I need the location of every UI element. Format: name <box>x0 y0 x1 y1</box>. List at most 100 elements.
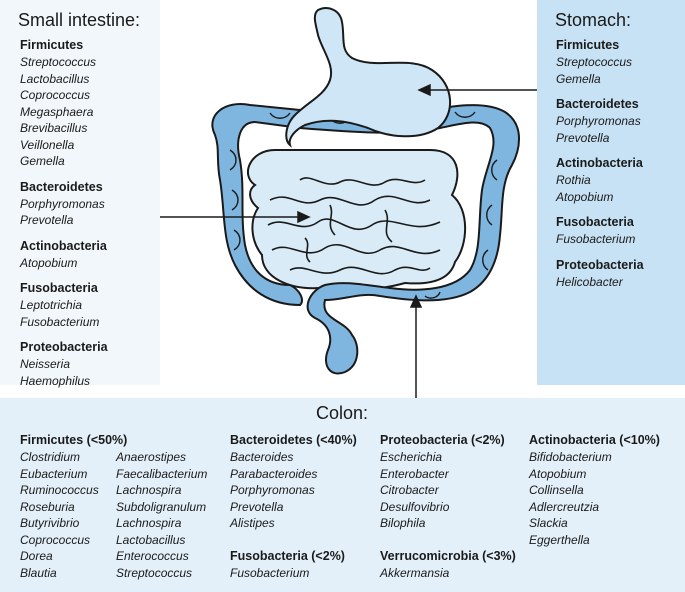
genus-label: Eubacterium <box>20 466 88 481</box>
genus-label: Roseburia <box>20 499 75 514</box>
genus-label: Streptococcus <box>20 55 97 69</box>
stomach-panel <box>537 0 685 385</box>
genus-label: Alistipes <box>230 516 275 530</box>
phylum-label: Fusobacteria (<2%) <box>230 549 345 563</box>
stomach-arrowhead <box>417 83 431 97</box>
genus-label: Gemella <box>556 71 601 86</box>
colon-fusobacteria-group: Fusobacteria (<2%) Fusobacterium <box>230 548 345 582</box>
genus-label: Enterobacter <box>380 466 449 481</box>
genus-label: Atopobium <box>556 189 614 204</box>
genus-label: Desulfovibrio <box>380 499 450 514</box>
genus-label: Megasphaera <box>20 104 94 119</box>
genus-label: Fusobacterium <box>20 314 100 329</box>
phylum-label: Bacteroidetes (<40%) <box>230 433 357 447</box>
genus-label: Butyrivibrio <box>20 516 80 530</box>
genus-label: Porphyromonas <box>556 114 641 128</box>
colon-firmicutes-columns: Clostridium Eubacterium Ruminococcus Ros… <box>20 449 207 581</box>
genus-label: Rothia <box>556 173 591 187</box>
genus-label: Ruminococcus <box>20 483 99 497</box>
genus-label: Adlercreutzia <box>529 499 600 514</box>
stomach-actinobacteria-group: Actinobacteria Rothia Atopobium <box>556 155 644 205</box>
colon-actinobacteria-group: Actinobacteria (<10%) Bifidobacterium At… <box>529 432 660 548</box>
genus-label: Streptococcus <box>556 55 633 69</box>
stomach-heading: Stomach: <box>555 10 632 30</box>
small-intestine-arrowhead <box>297 210 311 224</box>
genus-label: Veillonella <box>20 137 75 152</box>
large-intestine-shape <box>211 103 520 375</box>
colon-arrowhead <box>409 294 423 308</box>
small-intestine-bacteroidetes-group: Bacteroidetes Porphyromonas Prevotella <box>20 179 108 229</box>
colon-heading: Colon: <box>316 403 369 423</box>
genus-label: Collinsella <box>529 483 584 497</box>
small-intestine-list: Firmicutes Streptococcus Lactobacillus C… <box>20 37 108 389</box>
phylum-label: Proteobacteria (<2%) <box>380 433 505 447</box>
genus-label: Brevibacillus <box>20 121 88 135</box>
phylum-label: Verrucomicrobia (<3%) <box>380 549 516 563</box>
phylum-label: Actinobacteria (<10%) <box>529 433 660 447</box>
stomach-fusobacteria-group: Fusobacteria Fusobacterium <box>556 214 644 248</box>
small-intestine-coils <box>267 177 441 275</box>
genus-label: Prevotella <box>556 130 610 145</box>
small-intestine-actinobacteria-group: Actinobacteria Atopobium <box>20 238 108 272</box>
genus-label: Lactobacillus <box>116 532 186 547</box>
genus-label: Coprococcus <box>20 532 91 547</box>
genus-label: Anaerostipes <box>116 450 187 464</box>
stomach-bacteroidetes-group: Bacteroidetes Porphyromonas Prevotella <box>556 96 644 146</box>
phylum-label: Fusobacteria <box>556 215 634 229</box>
stomach-firmicutes-group: Firmicutes Streptococcus Gemella <box>556 37 644 87</box>
genus-label: Helicobacter <box>556 274 623 289</box>
genus-label: Bacteroides <box>230 450 294 464</box>
colon-firmicutes-col2: Anaerostipes Faecalibacterium Lachnospir… <box>116 449 207 581</box>
genus-label: Blautia <box>20 565 57 580</box>
phylum-label: Firmicutes (<50%) <box>20 433 128 447</box>
pointer-arrows <box>160 83 537 398</box>
genus-label: Enterococcus <box>116 549 189 563</box>
genus-label: Neisseria <box>20 357 71 371</box>
phylum-label: Actinobacteria <box>556 156 643 170</box>
genus-label: Eggerthella <box>529 532 590 547</box>
small-intestine-proteobacteria-group: Proteobacteria Neisseria Haemophilus <box>20 339 108 389</box>
colon-firmicutes-col1: Clostridium Eubacterium Ruminococcus Ros… <box>20 449 116 581</box>
genus-label: Faecalibacterium <box>116 466 208 481</box>
genus-label: Prevotella <box>230 499 284 514</box>
colon-bacteroidetes-group: Bacteroidetes (<40%) Bacteroides Parabac… <box>230 432 357 532</box>
small-intestine-heading: Small intestine: <box>18 10 141 30</box>
genus-label: Bilophila <box>380 516 426 530</box>
genus-label: Haemophilus <box>20 373 91 388</box>
genus-label: Atopobium <box>529 466 587 481</box>
phylum-label: Bacteroidetes <box>556 97 639 111</box>
colon-panel <box>0 398 685 592</box>
phylum-label: Actinobacteria <box>20 238 107 253</box>
genus-label: Atopobium <box>20 255 78 270</box>
colon-proteobacteria-group: Proteobacteria (<2%) Escherichia Enterob… <box>380 432 505 532</box>
genus-label: Akkermansia <box>380 566 450 580</box>
phylum-label: Proteobacteria <box>556 257 644 272</box>
phylum-label: Proteobacteria <box>20 340 108 354</box>
stomach-shape <box>285 7 452 148</box>
small-intestine-fusobacteria-group: Fusobacteria Leptotrichia Fusobacterium <box>20 280 108 330</box>
genus-label: Porphyromonas <box>230 483 315 497</box>
small-intestine-firmicutes-group: Firmicutes Streptococcus Lactobacillus C… <box>20 37 108 170</box>
stomach-proteobacteria-group: Proteobacteria Helicobacter <box>556 257 644 291</box>
genus-label: Escherichia <box>380 450 443 464</box>
colon-firmicutes-group: Firmicutes (<50%) Clostridium Eubacteriu… <box>20 432 207 581</box>
genus-label: Fusobacterium <box>230 566 310 580</box>
genus-label: Citrobacter <box>380 483 439 497</box>
phylum-label: Firmicutes <box>556 38 620 52</box>
genus-label: Clostridium <box>20 450 81 464</box>
stomach-list: Firmicutes Streptococcus Gemella Bactero… <box>556 37 644 290</box>
genus-label: Streptococcus <box>116 565 193 580</box>
genus-label: Gemella <box>20 154 65 168</box>
genus-label: Dorea <box>20 549 53 563</box>
phylum-label: Bacteroidetes <box>20 179 103 194</box>
genus-label: Leptotrichia <box>20 298 83 312</box>
genus-label: Fusobacterium <box>556 232 636 246</box>
genus-label: Lactobacillus <box>20 71 90 86</box>
small-intestine-shape <box>246 149 467 292</box>
genus-label: Lachnospira <box>116 516 182 530</box>
genus-label: Porphyromonas <box>20 196 105 211</box>
colon-verrucomicrobia-group: Verrucomicrobia (<3%) Akkermansia <box>380 548 516 582</box>
genus-label: Bifidobacterium <box>529 450 612 464</box>
genus-label: Subdoligranulum <box>116 499 207 514</box>
